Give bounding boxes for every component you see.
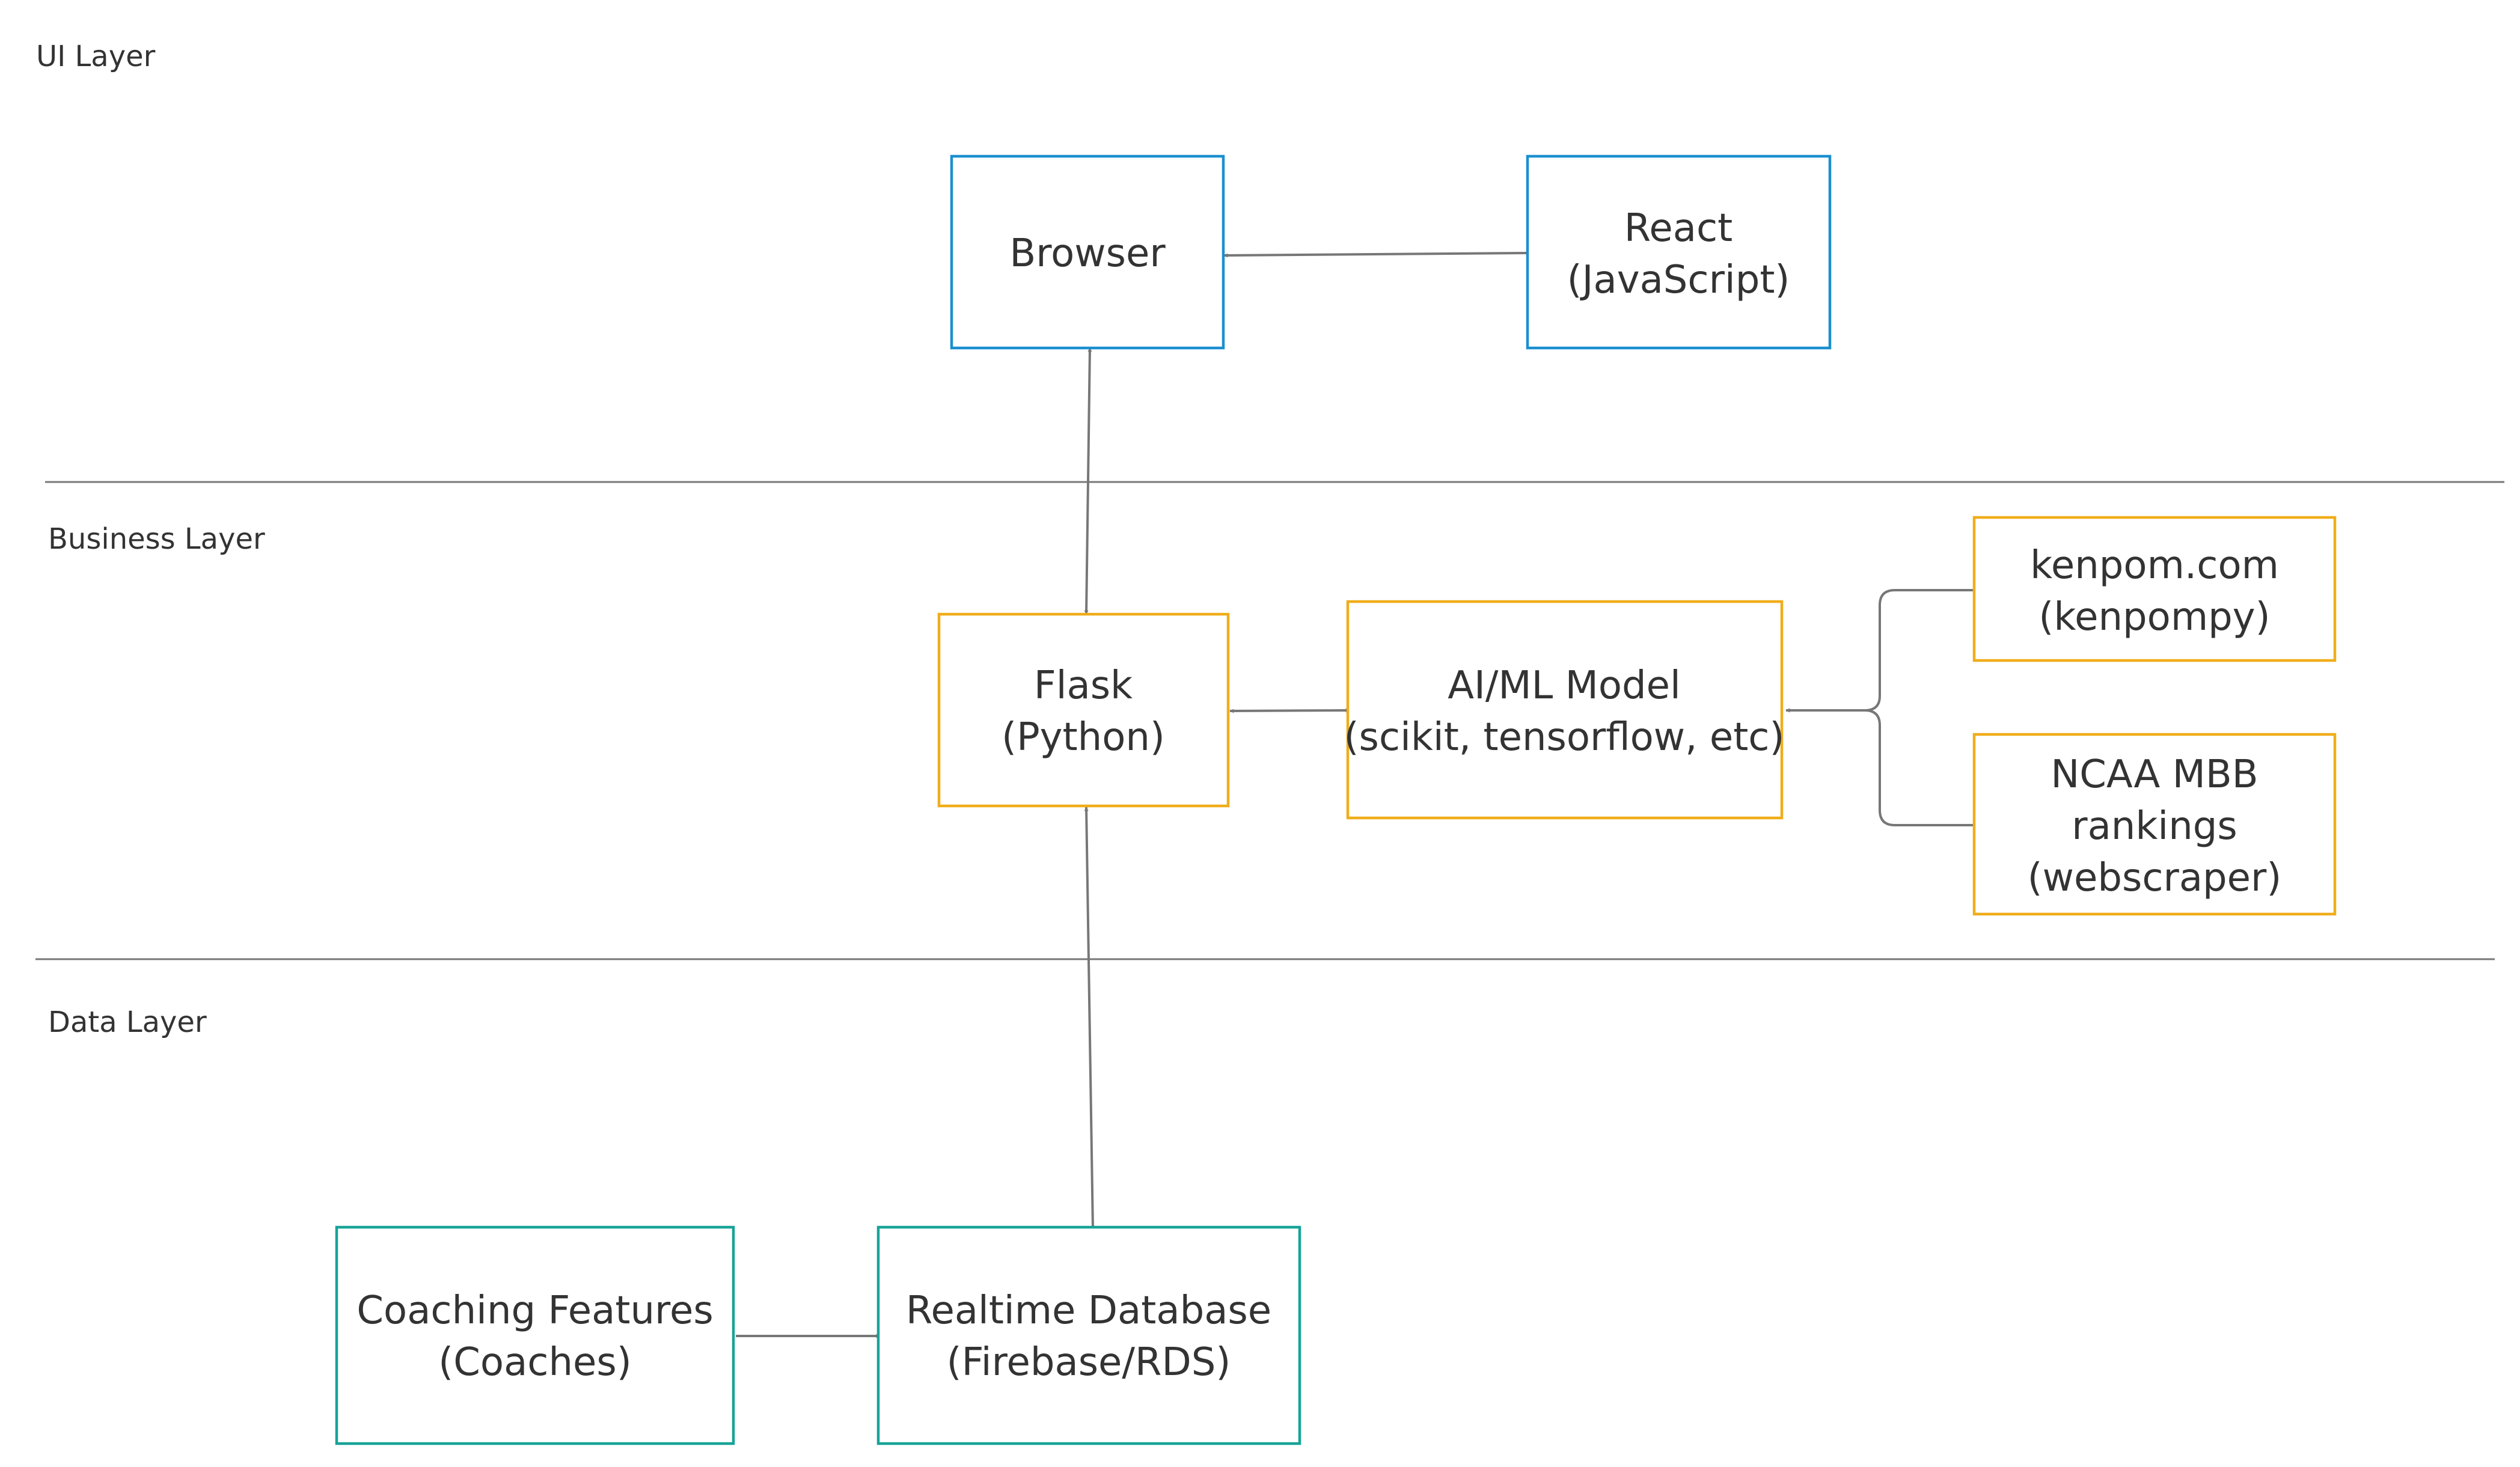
- aiml-label-line-1: AI/ML Model: [1448, 663, 1681, 708]
- react-label-line-2: (JavaScript): [1567, 258, 1790, 302]
- ncaa-label-line-2: rankings: [2072, 804, 2237, 849]
- flask-aiml-edge: [1229, 708, 1350, 713]
- data-layer-label: Data Layer: [48, 1005, 207, 1039]
- ui-layer-label: UI Layer: [36, 40, 156, 73]
- kenpom-to-aiml-edge: [1785, 589, 1977, 713]
- kenpom-node[interactable]: kenpom.com (kenpompy): [1972, 516, 2337, 662]
- browser-label: Browser: [1009, 231, 1166, 276]
- coaching-node[interactable]: Coaching Features (Coaches): [335, 1225, 735, 1445]
- ncaa-to-aiml-edge: [1785, 708, 1977, 826]
- coaching-box: [335, 1225, 735, 1445]
- aiml-box: [1346, 600, 1784, 820]
- ncaa-label-line-3: (webscraper): [2028, 856, 2282, 900]
- database-label-line-2: (Firebase/RDS): [947, 1340, 1231, 1385]
- flask-database-edge: [1084, 807, 1095, 1230]
- browser-node[interactable]: Browser: [950, 154, 1225, 350]
- kenpom-box: [1972, 516, 2337, 662]
- ncaa-label-line-1: NCAA MBB: [2051, 752, 2258, 797]
- flask-box: [937, 612, 1230, 808]
- flask-node[interactable]: Flask (Python): [937, 612, 1230, 808]
- aiml-label-line-2: (scikit, tensorflow, etc): [1344, 715, 1785, 760]
- react-to-browser-edge: [1223, 252, 1528, 258]
- kenpom-label-line-1: kenpom.com: [2030, 543, 2279, 588]
- ncaa-box: [1972, 733, 2337, 916]
- browser-box: [950, 154, 1225, 350]
- database-box: [876, 1225, 1301, 1445]
- react-box: [1526, 154, 1832, 350]
- react-node[interactable]: React (JavaScript): [1526, 154, 1832, 350]
- database-label-line-1: Realtime Database: [906, 1289, 1271, 1333]
- flask-label-line-1: Flask: [1034, 663, 1133, 708]
- database-node[interactable]: Realtime Database (Firebase/RDS): [876, 1225, 1301, 1445]
- ncaa-node[interactable]: NCAA MBB rankings (webscraper): [1972, 733, 2337, 916]
- kenpom-label-line-2: (kenpompy): [2038, 595, 2270, 639]
- aiml-node[interactable]: AI/ML Model (scikit, tensorflow, etc): [1344, 600, 1785, 820]
- react-label-line-1: React: [1624, 206, 1732, 251]
- coaching-label-line-2: (Coaches): [438, 1340, 631, 1385]
- business-layer-label: Business Layer: [48, 522, 265, 556]
- browser-flask-edge: [1084, 347, 1092, 615]
- coaching-label-line-1: Coaching Features: [356, 1289, 713, 1333]
- flask-label-line-2: (Python): [1002, 715, 1165, 760]
